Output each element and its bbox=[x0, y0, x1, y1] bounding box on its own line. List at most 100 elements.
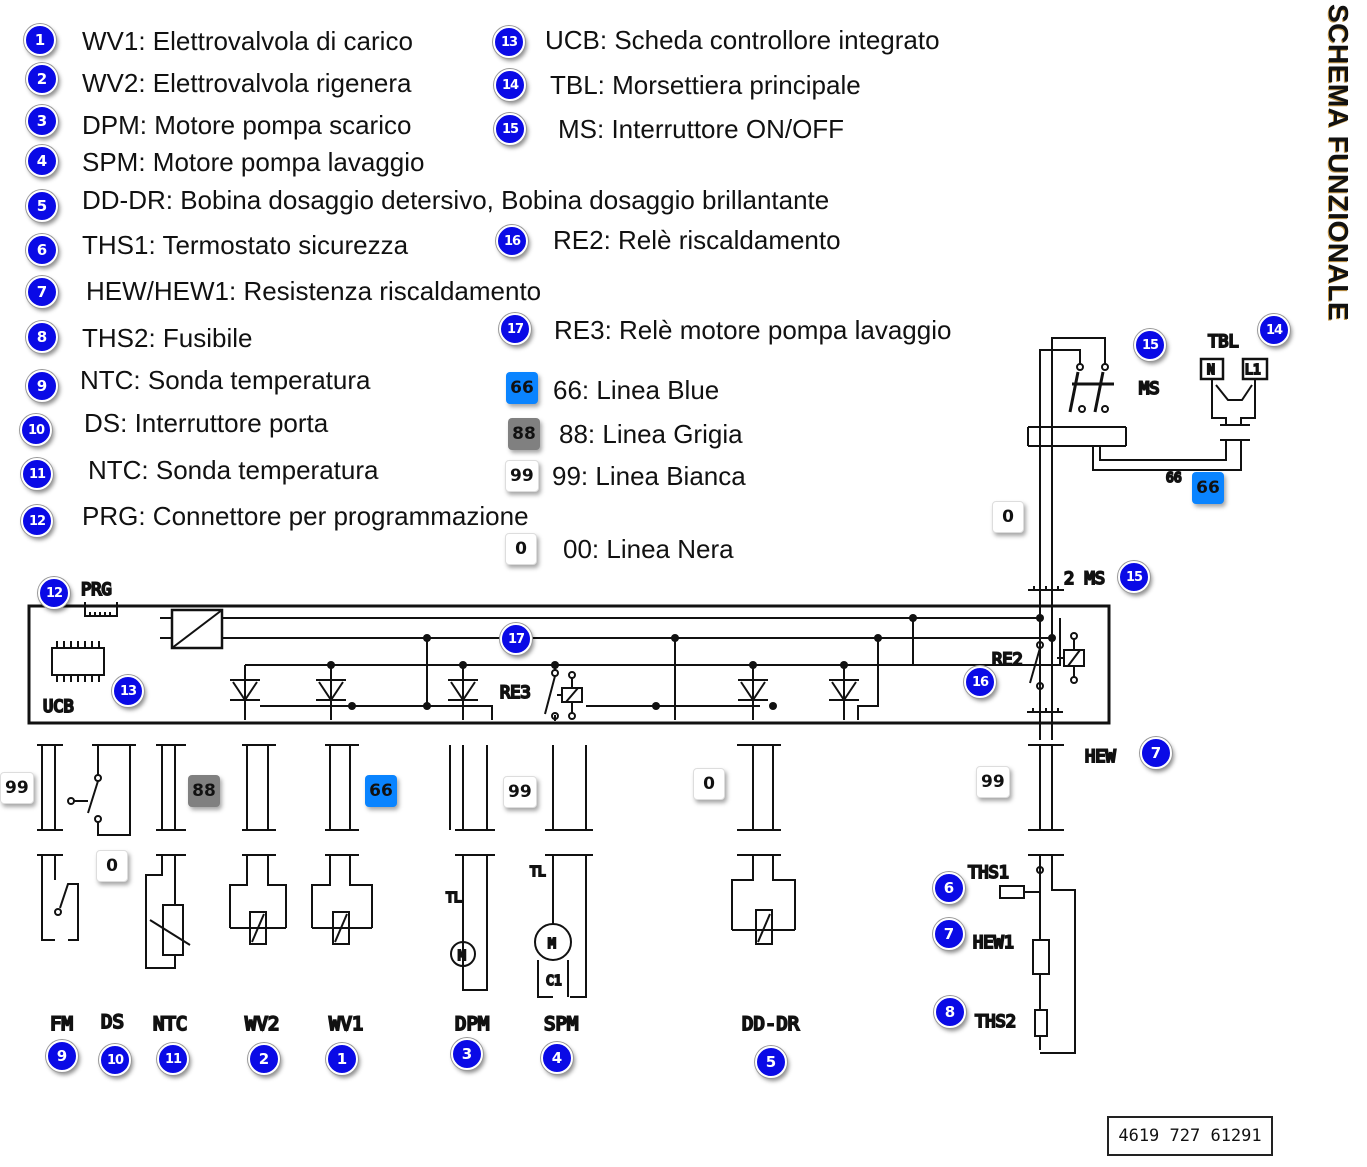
badge-17-re3: 17 bbox=[500, 623, 532, 655]
triac-dd bbox=[738, 665, 768, 720]
legend-item-wv1: WV1: Elettrovalvola di carico bbox=[82, 26, 413, 56]
wire-chip-99: 99 bbox=[505, 460, 539, 492]
badge-15: 15 bbox=[494, 113, 526, 145]
motor-m-dpm: M bbox=[458, 949, 466, 964]
harness-wv2 bbox=[229, 744, 287, 945]
legend-item-dpm: DPM: Motore pompa scarico bbox=[82, 110, 412, 140]
harness-wv1 bbox=[311, 744, 373, 945]
legend-item-ntc-2: NTC: Sonda temperatura bbox=[88, 455, 379, 485]
badge-6: 6 bbox=[26, 234, 58, 266]
badge-5: 5 bbox=[26, 190, 58, 222]
badge-13: 13 bbox=[493, 26, 525, 58]
re3-label: RE3 bbox=[500, 683, 531, 703]
bus-line-L bbox=[245, 618, 1061, 666]
badge-7-hew1: 7 bbox=[933, 918, 965, 950]
harness-dpm bbox=[449, 745, 495, 991]
ucb-board bbox=[27, 604, 1111, 725]
badge-5-dd-dr: 5 bbox=[755, 1046, 787, 1078]
wire-chip-66: 66 bbox=[506, 372, 538, 404]
legend-item-re2: RE2: Relè riscaldamento bbox=[553, 225, 841, 255]
badge-3-dpm: 3 bbox=[451, 1038, 483, 1070]
triac-wv1 bbox=[316, 665, 346, 720]
badge-12: 12 bbox=[21, 505, 53, 537]
tbl-label: TBL bbox=[1208, 332, 1239, 352]
ds-label: DS bbox=[101, 1011, 124, 1033]
tl-label-dpm: TL bbox=[446, 891, 462, 906]
harness-spm bbox=[534, 745, 593, 998]
capacitor-c1-label: C1 bbox=[546, 974, 562, 989]
bus-drops bbox=[426, 618, 914, 720]
legend-item-re3: RE3: Relè motore pompa lavaggio bbox=[554, 315, 952, 345]
ms-connector bbox=[1028, 586, 1064, 591]
badge-2-wv2: 2 bbox=[248, 1043, 280, 1075]
page-title: SCHEMA FUNZIONALE bbox=[1323, 4, 1354, 322]
legend-item-dd-dr: DD-DR: Bobina dosaggio detersivo, Bobina… bbox=[82, 185, 830, 215]
badge-7: 7 bbox=[26, 276, 58, 308]
legend-item-tbl: TBL: Morsettiera principale bbox=[550, 70, 861, 100]
triac-dpm bbox=[448, 665, 478, 720]
drawing-number: 4619 727 61291 bbox=[1107, 1116, 1273, 1156]
dpm-label: DPM bbox=[455, 1013, 489, 1035]
harness-fm bbox=[37, 744, 79, 941]
legend-item-hew: HEW/HEW1: Resistenza riscaldamento bbox=[86, 276, 542, 306]
wire-legend-99: 99: Linea Bianca bbox=[552, 461, 746, 491]
motor-m-spm: M bbox=[548, 937, 556, 952]
badge-15-ms-top: 15 bbox=[1134, 329, 1166, 361]
ths1-label: THS1 bbox=[968, 863, 1009, 883]
wire-chip-99-spm: 99 bbox=[503, 776, 537, 808]
badge-1-wv1: 1 bbox=[326, 1043, 358, 1075]
ths2-label: THS2 bbox=[975, 1012, 1016, 1032]
legend-item-ucb: UCB: Scheda controllore integrato bbox=[545, 25, 940, 55]
prg-label: PRG bbox=[81, 580, 112, 600]
badge-10: 10 bbox=[20, 414, 52, 446]
bus-line-n1 bbox=[260, 705, 493, 720]
ucb-label: UCB bbox=[43, 697, 74, 717]
wire-legend-88: 88: Linea Grigia bbox=[559, 419, 743, 449]
badge-13-ucb: 13 bbox=[112, 675, 144, 707]
legend-item-ntc-1: NTC: Sonda temperatura bbox=[80, 365, 371, 395]
ms-label-2: 2 MS bbox=[1064, 569, 1105, 589]
wire-chip-00: 0 bbox=[505, 533, 537, 565]
badge-4-spm: 4 bbox=[541, 1042, 573, 1074]
wire-66-label: 66 bbox=[1166, 471, 1182, 486]
harness-ds bbox=[67, 744, 136, 836]
badge-16: 16 bbox=[496, 225, 528, 257]
tbl-l1-label: L1 bbox=[1245, 363, 1261, 378]
harness-ntc bbox=[145, 744, 191, 969]
terminal-block-tbl bbox=[1199, 357, 1269, 441]
legend-item-wv2: WV2: Elettrovalvola rigenera bbox=[82, 68, 412, 98]
badge-8-ths2: 8 bbox=[934, 996, 966, 1028]
badge-6-ths1: 6 bbox=[933, 872, 965, 904]
wire-chip-99-fm: 99 bbox=[0, 772, 34, 804]
wire-chip-88: 88 bbox=[508, 418, 540, 450]
badge-17: 17 bbox=[499, 313, 531, 345]
hew1-label: HEW1 bbox=[973, 933, 1014, 953]
triac-dr bbox=[829, 665, 859, 720]
badge-14: 14 bbox=[494, 69, 526, 101]
harness-hew bbox=[999, 744, 1076, 1054]
legend-item-ds: DS: Interruttore porta bbox=[84, 408, 329, 438]
badge-16-re2: 16 bbox=[964, 666, 996, 698]
prg-connector bbox=[84, 602, 118, 617]
triac-wv2 bbox=[230, 665, 260, 720]
badge-11: 11 bbox=[21, 458, 53, 490]
badge-12-prg: 12 bbox=[38, 577, 70, 609]
badge-15-ms-bottom: 15 bbox=[1118, 561, 1150, 593]
harness-dd-dr bbox=[731, 744, 796, 945]
wire-chip-66-tbl: 66 bbox=[1192, 472, 1224, 504]
badge-9-fm: 9 bbox=[46, 1040, 78, 1072]
wv2-label: WV2 bbox=[245, 1013, 279, 1035]
wire-chip-88-ntc: 88 bbox=[188, 775, 220, 807]
wire-chip-0-dd: 0 bbox=[693, 768, 725, 800]
junction-dots bbox=[327, 614, 1056, 710]
hew-label: HEW bbox=[1085, 747, 1116, 767]
legend-item-ths2: THS2: Fusibile bbox=[82, 323, 253, 353]
tl-label-spm: TL bbox=[530, 865, 546, 880]
badge-7-hew: 7 bbox=[1140, 737, 1172, 769]
wire-legend-00: 00: Linea Nera bbox=[563, 534, 734, 564]
wv1-label: WV1 bbox=[329, 1013, 363, 1035]
wire-chip-0-ds: 0 bbox=[96, 850, 128, 882]
badge-3: 3 bbox=[26, 105, 58, 137]
ms-label: MS bbox=[1139, 379, 1159, 399]
